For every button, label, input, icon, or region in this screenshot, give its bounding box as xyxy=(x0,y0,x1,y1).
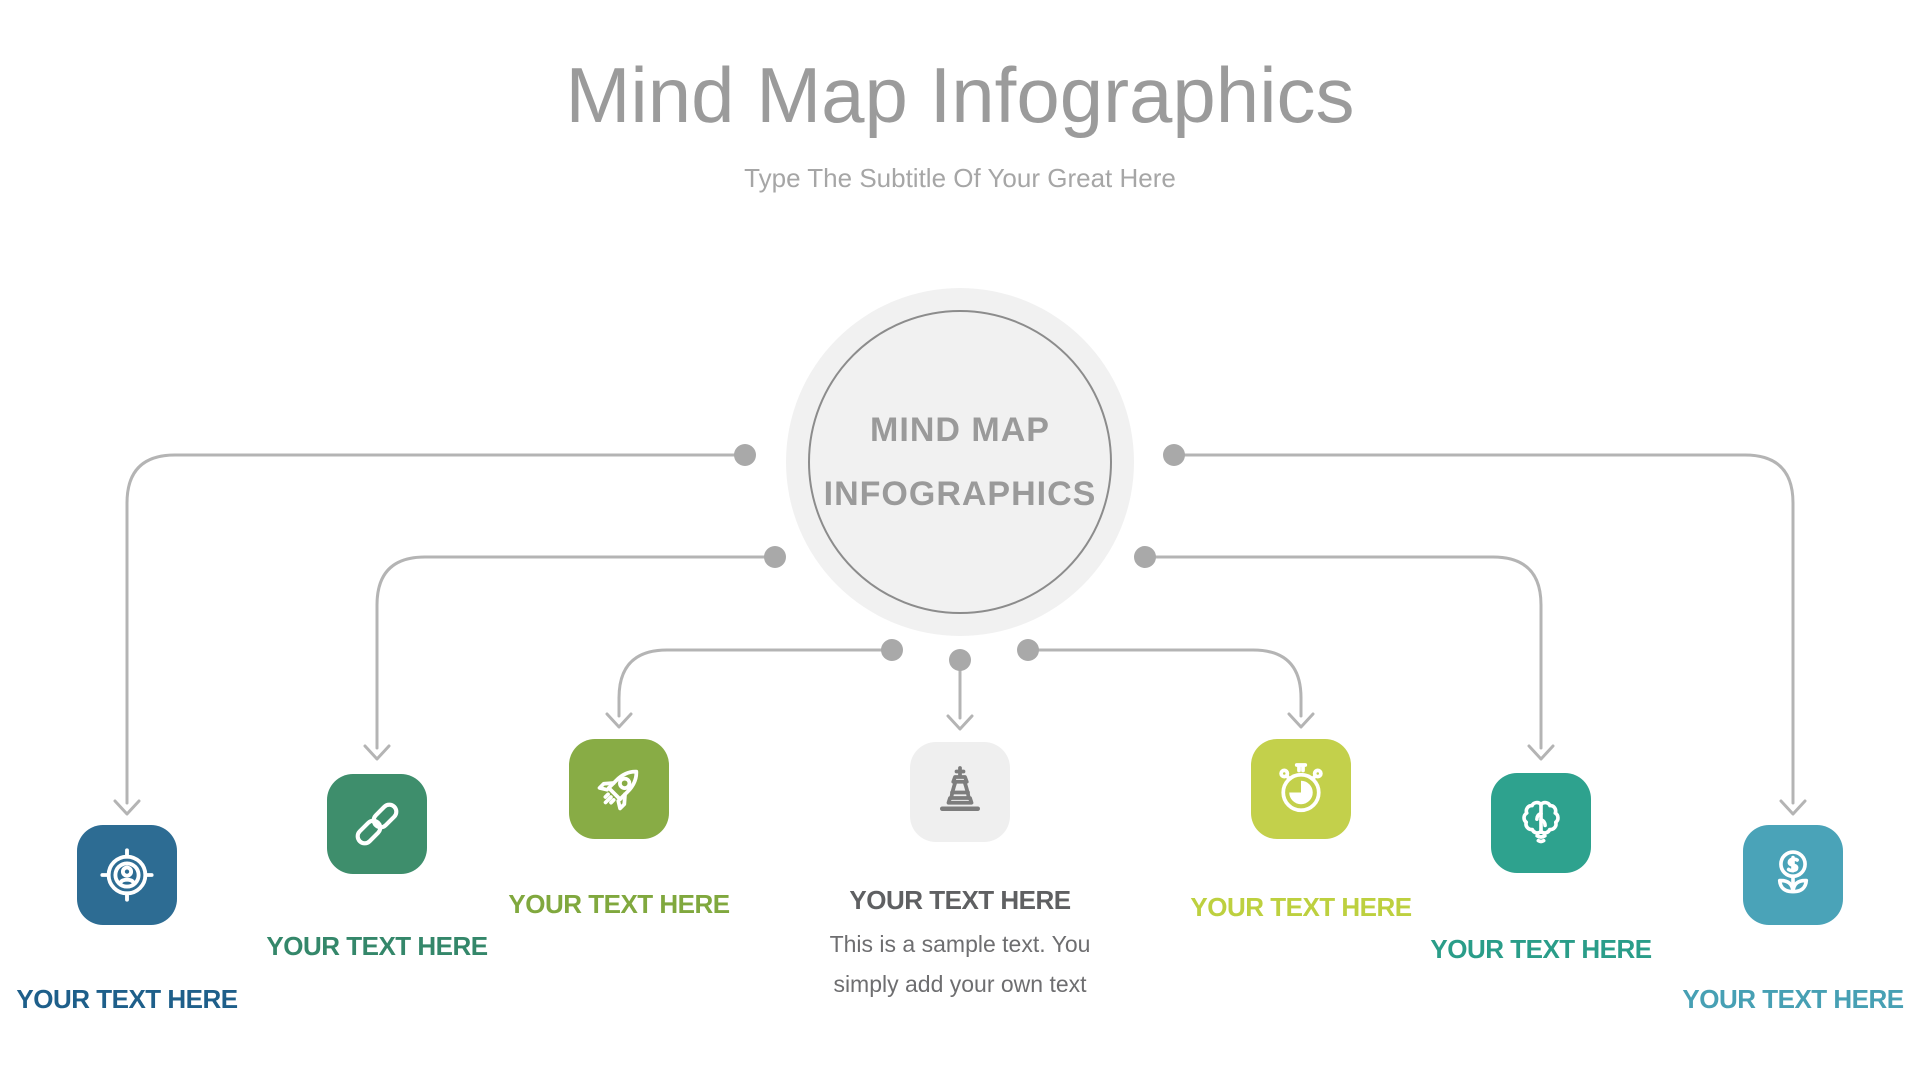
node-description: This is a sample text. You simply add yo… xyxy=(829,931,1091,997)
branch-node-3: YOUR TEXT HERE xyxy=(459,739,779,918)
branch-node-1: YOUR TEXT HERE xyxy=(0,825,287,1013)
target-audience-icon xyxy=(100,848,154,902)
chess-piece-icon-box xyxy=(910,742,1010,842)
branch-node-5: YOUR TEXT HERE xyxy=(1141,739,1461,921)
stopwatch-icon-box xyxy=(1251,739,1351,839)
central-title-line1: MIND MAP xyxy=(870,411,1050,449)
node-label: YOUR TEXT HERE xyxy=(16,984,238,1014)
brain-idea-icon-box xyxy=(1491,773,1591,873)
node-label: YOUR TEXT HERE xyxy=(849,885,1071,915)
page-title: Mind Map Infographics xyxy=(565,51,1355,139)
node-label: YOUR TEXT HERE xyxy=(508,889,730,919)
branch-node-6: YOUR TEXT HERE xyxy=(1381,773,1701,963)
connector-1 xyxy=(125,453,747,805)
connector-dot-5 xyxy=(1017,639,1039,661)
node-label: YOUR TEXT HERE xyxy=(1190,892,1412,922)
arrowhead-6-icon xyxy=(1527,744,1555,761)
node-label: YOUR TEXT HERE xyxy=(1430,934,1652,964)
target-audience-icon-box xyxy=(77,825,177,925)
connector-5 xyxy=(1026,648,1303,718)
arrowhead-4-icon xyxy=(946,714,974,731)
arrowhead-1-icon xyxy=(113,799,141,816)
connector-dot-2 xyxy=(764,546,786,568)
central-node-title: MIND MAP INFOGRAPHICS xyxy=(824,398,1097,526)
node-label: YOUR TEXT HERE xyxy=(266,931,488,961)
brain-idea-icon xyxy=(1522,800,1560,844)
money-growth-icon-box xyxy=(1743,825,1843,925)
connector-dot-1 xyxy=(734,444,756,466)
money-growth-icon xyxy=(1777,850,1809,894)
branch-node-2: YOUR TEXT HERE xyxy=(217,774,537,960)
rocket-icon-box xyxy=(569,739,669,839)
node-label: YOUR TEXT HERE xyxy=(1682,984,1904,1014)
central-node-ring: MIND MAP INFOGRAPHICS xyxy=(808,310,1112,614)
connector-3 xyxy=(617,648,894,718)
connector-dot-6 xyxy=(1134,546,1156,568)
arrowhead-2-icon xyxy=(363,744,391,761)
connector-dot-7 xyxy=(1163,444,1185,466)
chess-piece-icon xyxy=(940,766,980,811)
page-subtitle: Type The Subtitle Of Your Great Here xyxy=(744,163,1176,193)
connector-2 xyxy=(375,555,777,750)
connector-dot-4 xyxy=(949,649,971,671)
rocket-icon xyxy=(597,769,639,811)
connector-6 xyxy=(1143,555,1543,750)
chain-link-icon xyxy=(355,802,399,846)
central-title-line2: INFOGRAPHICS xyxy=(823,475,1097,513)
connector-dot-3 xyxy=(881,639,903,661)
stopwatch-icon xyxy=(1279,763,1323,813)
chain-link-icon-box xyxy=(327,774,427,874)
central-node: MIND MAP INFOGRAPHICS xyxy=(786,288,1134,636)
arrowhead-7-icon xyxy=(1779,799,1807,816)
branch-node-7: YOUR TEXT HERE xyxy=(1633,825,1920,1013)
branch-node-4: YOUR TEXT HERE This is a sample text. Yo… xyxy=(800,742,1120,1004)
arrowhead-5-icon xyxy=(1287,712,1315,729)
arrowhead-3-icon xyxy=(605,712,633,729)
connector-7 xyxy=(1172,453,1795,805)
